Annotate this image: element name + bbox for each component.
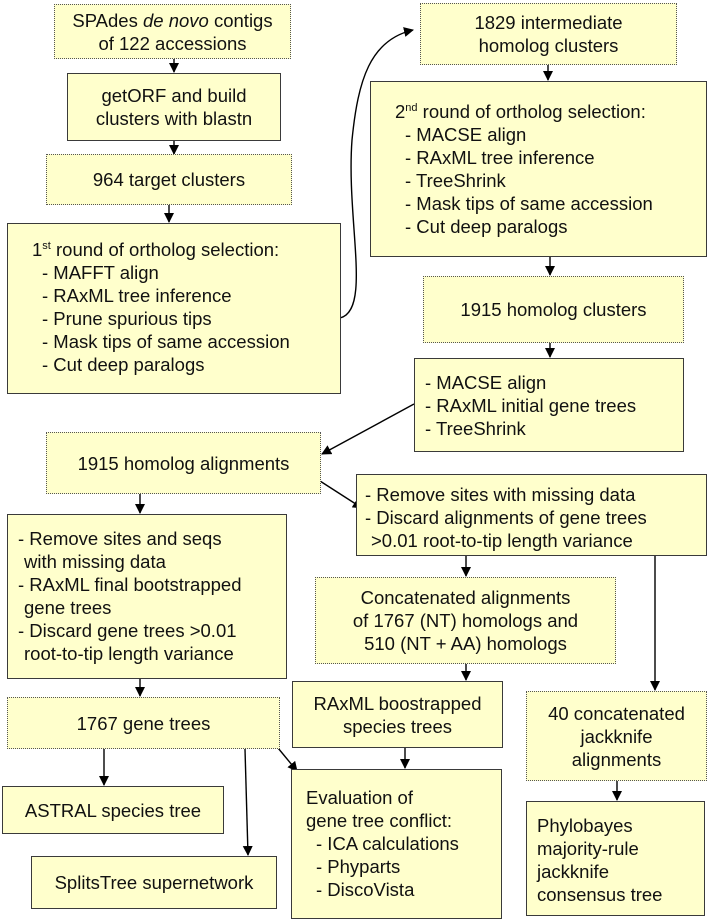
node-astral-species-tree: ASTRAL species tree bbox=[2, 786, 224, 834]
list-item: - Cut deep paralogs bbox=[405, 216, 568, 237]
list-item: - RAxML final bootstrapped bbox=[18, 574, 242, 595]
node-gene-tree-conflict: Evaluation of gene tree conflict: - ICA … bbox=[291, 769, 502, 919]
node-homolog-clusters: 1915 homolog clusters bbox=[423, 276, 684, 343]
list-item: - Mask tips of same accession bbox=[405, 193, 653, 214]
list-item: - Discard alignments of gene trees bbox=[365, 507, 647, 528]
node-remove-sites-discard: - Remove sites with missing data - Disca… bbox=[356, 474, 707, 556]
node-gene-trees: 1767 gene trees bbox=[7, 697, 280, 749]
node-concatenated-alignments: Concatenated alignments of 1767 (NT) hom… bbox=[315, 577, 616, 664]
list-item: - Remove sites with missing data bbox=[365, 484, 636, 505]
arrow-genetrees-splitstree bbox=[242, 748, 253, 856]
list-item: - DiscoVista bbox=[316, 879, 415, 900]
list-item: gene trees bbox=[24, 597, 112, 618]
node-target-clusters: 964 target clusters bbox=[46, 154, 292, 205]
list-item: >0.01 root-to-tip length variance bbox=[371, 530, 633, 551]
node-remove-sites-seqs: - Remove sites and seqs with missing dat… bbox=[7, 514, 287, 679]
arrow-alignments-removeright bbox=[319, 480, 363, 509]
list-item: - RAxML tree inference bbox=[42, 285, 232, 306]
list-item: - Mask tips of same accession bbox=[42, 331, 290, 352]
node-macse-gene-trees: - MACSE align - RAxML initial gene trees… bbox=[414, 358, 684, 452]
list-item: with missing data bbox=[24, 551, 166, 572]
node-jackknife-alignments: 40 concatenated jackknife alignments bbox=[526, 691, 707, 781]
list-item: - ICA calculations bbox=[316, 833, 459, 854]
list-item: - Phyparts bbox=[316, 856, 401, 877]
list-item: - TreeShrink bbox=[425, 418, 526, 439]
list-item: - Discard gene trees >0.01 bbox=[18, 620, 237, 641]
node-splitstree-supernetwork: SplitsTree supernetwork bbox=[31, 856, 277, 909]
list-item: - Prune spurious tips bbox=[42, 308, 212, 329]
list-item: - Cut deep paralogs bbox=[42, 354, 205, 375]
node-first-round-selection: 1st round of ortholog selection: - MAFFT… bbox=[7, 223, 341, 394]
list-item: - Remove sites and seqs bbox=[18, 528, 222, 549]
list-item: - MAFFT align bbox=[42, 262, 159, 283]
list-item: root-to-tip length variance bbox=[24, 643, 234, 664]
list-item: - RAxML initial gene trees bbox=[425, 395, 637, 416]
node-second-round-selection: 2nd round of ortholog selection: - MACSE… bbox=[370, 81, 707, 257]
node-homolog-alignments: 1915 homolog alignments bbox=[46, 432, 321, 494]
arrow-genetrees-evaluation bbox=[277, 747, 298, 772]
list-item: - RAxML tree inference bbox=[405, 147, 595, 168]
second-round-title: 2nd round of ortholog selection: bbox=[395, 101, 646, 122]
node-raxml-species-trees: RAxML boostrapped species trees bbox=[292, 681, 503, 748]
list-item: - TreeShrink bbox=[405, 170, 506, 191]
arrow-round1-intermediate bbox=[339, 27, 414, 319]
arrow-macse-alignments bbox=[321, 403, 415, 455]
node-getorf-blastn: getORF and build clusters with blastn bbox=[67, 73, 281, 141]
node-spades-contigs: SPAdes de novo contigs of 122 accessions bbox=[54, 4, 291, 59]
list-item: - MACSE align bbox=[425, 372, 547, 393]
list-item: - MACSE align bbox=[405, 124, 527, 145]
node-intermediate-clusters: 1829 intermediate homolog clusters bbox=[420, 3, 677, 65]
node-phylobayes-consensus: Phylobayes majority-rule jackknife conse… bbox=[526, 801, 705, 916]
first-round-title: 1st round of ortholog selection: bbox=[32, 239, 280, 260]
